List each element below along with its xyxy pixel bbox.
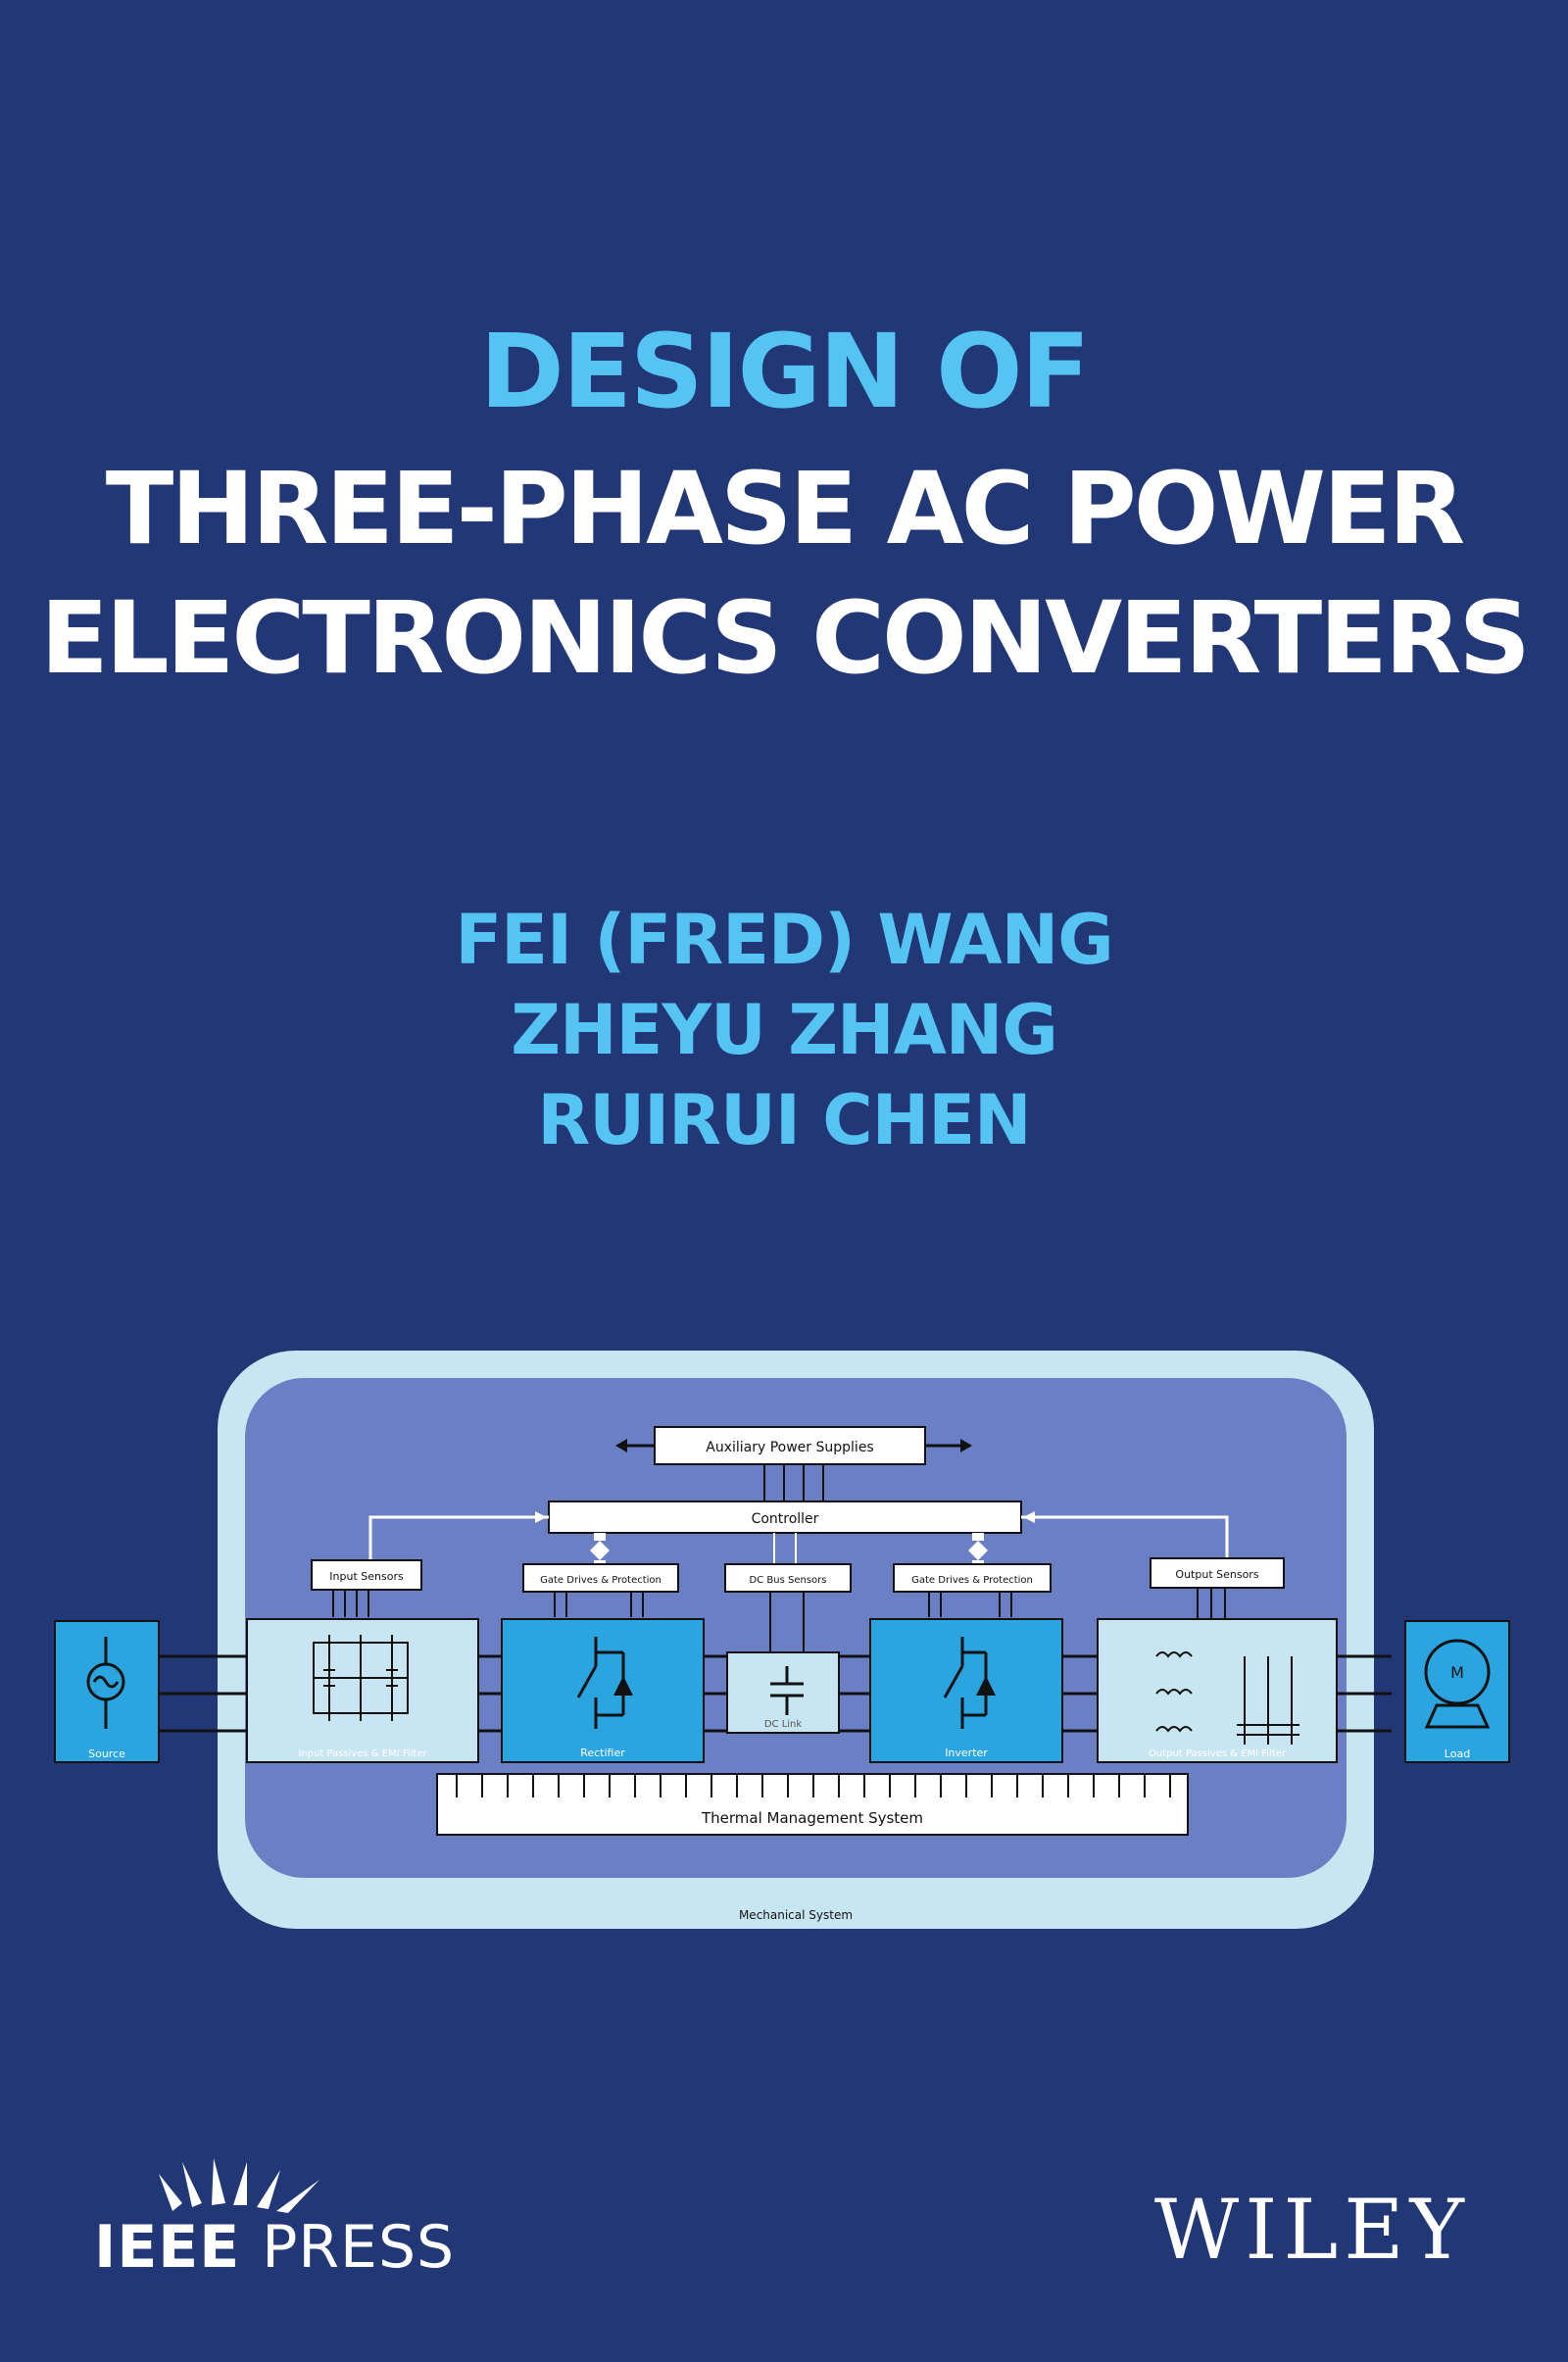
- title-line-2: THREE-PHASE AC POWER: [105, 451, 1465, 567]
- input-filter-circuit-icon: [313, 1635, 409, 1721]
- aux-arrow-right: [960, 1439, 972, 1452]
- press-text: PRESS: [262, 2213, 456, 2282]
- dc-bus-sensors-box: [724, 1563, 852, 1593]
- rectifier-diode-icon: [613, 1676, 633, 1696]
- ieee-text: IEEE: [94, 2213, 241, 2282]
- output-feedback-arrow: [1023, 1511, 1035, 1523]
- rectifier-gate-drive-label: Gate Drives & Protection: [540, 1575, 662, 1586]
- inverter-diode-icon: [976, 1676, 996, 1696]
- motor-label: M: [1450, 1663, 1464, 1682]
- output-filter-circuit-icon: [1155, 1651, 1299, 1745]
- source-label: Source: [88, 1747, 125, 1760]
- title-line-1: DESIGN OF: [479, 312, 1090, 431]
- inverter-label: Inverter: [945, 1747, 988, 1759]
- title-line-3: ELECTRONICS CONVERTERS: [40, 580, 1531, 697]
- aux-to-controller-lines: [763, 1464, 824, 1501]
- dc-link-block: [726, 1651, 840, 1734]
- dc-bus-sensors-label: DC Bus Sensors: [750, 1575, 827, 1586]
- author-2: ZHEYU ZHANG: [511, 990, 1058, 1070]
- motor-icon: [1424, 1639, 1491, 1705]
- ieee-press-logo: IEEE PRESS: [94, 2156, 454, 2284]
- rectifier-gate-drive-box: [522, 1563, 679, 1593]
- ac-source-icon: [86, 1637, 125, 1729]
- output-sensors-label: Output Sensors: [1175, 1568, 1258, 1581]
- input-filter-label: Input Passives & EMI Filter: [298, 1748, 427, 1759]
- input-sensors-box: [311, 1559, 422, 1591]
- inverter-gate-drive-label: Gate Drives & Protection: [911, 1575, 1033, 1586]
- controller-label: Controller: [752, 1511, 819, 1527]
- input-filter-block: [246, 1618, 479, 1763]
- output-filter-block: [1097, 1618, 1338, 1763]
- author-3: RUIRUI CHEN: [537, 1080, 1031, 1160]
- output-filter-label: Output Passives & EMI Filter: [1149, 1748, 1287, 1759]
- ieee-rays-icon: [159, 2158, 319, 2213]
- aux-power-box: [654, 1426, 926, 1465]
- input-sensors-label: Input Sensors: [329, 1570, 404, 1583]
- inverter-gate-drive-box: [893, 1563, 1052, 1593]
- ieee-press-wordmark: IEEE PRESS: [94, 2213, 455, 2282]
- author-1: FEI (FRED) WANG: [455, 900, 1113, 980]
- aux-power-label: Auxiliary Power Supplies: [706, 1440, 873, 1455]
- thermal-fins: [456, 1774, 1171, 1797]
- input-feedback-line: [368, 1515, 549, 1560]
- dc-link-label: DC Link: [764, 1719, 803, 1730]
- dc-sensor-link: [773, 1533, 797, 1564]
- aux-arrow-left: [615, 1439, 627, 1452]
- wiley-logo: WILEY: [1153, 2182, 1470, 2278]
- inverter-block: [869, 1618, 1063, 1763]
- converter-block-diagram: Auxiliary Power Supplies Controller Inpu…: [54, 1351, 1510, 1929]
- rectifier-switch-icon: [576, 1637, 625, 1729]
- output-feedback-line: [1021, 1515, 1229, 1558]
- rectifier-block: [501, 1618, 705, 1763]
- output-sensors-box: [1150, 1557, 1285, 1589]
- load-label: Load: [1445, 1747, 1470, 1760]
- mechanical-system-label: Mechanical System: [739, 1908, 853, 1922]
- input-feedback-arrow: [535, 1511, 547, 1523]
- motor-base-icon: [1424, 1703, 1491, 1729]
- thermal-management-label: Thermal Management System: [701, 1809, 923, 1827]
- capacitor-icon: [770, 1666, 804, 1715]
- rectifier-label: Rectifier: [580, 1747, 625, 1759]
